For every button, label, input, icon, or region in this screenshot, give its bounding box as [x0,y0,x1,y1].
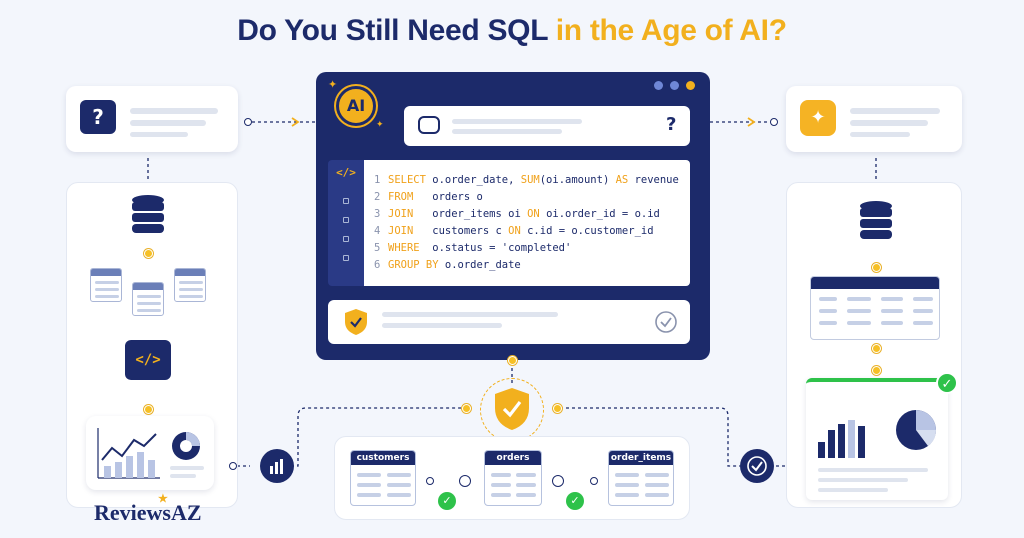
bar-chart-icon [97,428,204,479]
check-circle-icon [740,449,774,483]
sparkle-icon: ✦ [328,78,338,91]
relation-node [459,475,471,487]
sql-text: orders o [413,191,483,203]
window-dot-icon[interactable] [686,81,695,90]
analytics-chart-card [86,416,214,490]
schema-table-icon [90,268,122,302]
bar-chart-icon [818,410,936,492]
sql-text: customers c [413,225,509,237]
connector-node [508,356,517,365]
sql-text: c.id = o.customer_id [520,225,654,237]
schema-table-icon [132,282,164,316]
sql-line: 2 FROM orders o [374,191,690,208]
sql-text: o.status = 'completed' [419,242,572,254]
page-title: Do You Still Need SQL in the Age of AI? [0,14,1024,48]
ai-sql-window: AI ✦ ✦ ? </> 1 SELECT o.order_date, SUM(o… [316,72,710,360]
connector-node [144,405,153,414]
sql-keyword: GROUP BY [388,259,439,271]
table-card-order-items[interactable]: order_items [608,450,674,506]
check-circle-icon [655,311,677,333]
line-number: 5 [374,242,381,254]
table-name: customers [351,451,415,465]
code-brackets-icon: </> [125,340,171,380]
dashboard-card [806,378,948,500]
title-part-1: Do You Still Need SQL [237,14,548,47]
result-table-card [810,276,940,340]
schema-table-icon [174,268,206,302]
logo-text-1: Reviews [94,500,171,525]
sql-keyword: AS [615,174,629,186]
connector-node [462,404,471,413]
connector-node [872,263,881,272]
relation-node [552,475,564,487]
sql-line: 3 JOIN order_items oi ON oi.order_id = o.… [374,208,690,225]
line-number: 6 [374,259,381,271]
sql-keyword: SUM [520,174,540,186]
table-card-customers[interactable]: customers [350,450,416,506]
connector-node [244,118,252,126]
relation-node [426,477,434,485]
validation-bar [328,300,690,344]
bar-chart-icon [260,449,294,483]
check-circle-icon: ✓ [438,492,456,510]
question-mark-icon: ? [80,100,116,134]
database-icon [858,200,894,240]
table-name: order_items [609,451,673,465]
chat-bubble-icon [418,116,440,134]
connector-node [553,404,562,413]
shield-check-icon [345,309,367,335]
sql-text: oi.order_id = o.id [539,208,660,220]
shield-check-icon [495,388,529,430]
sql-keyword: WHERE [388,242,420,254]
sql-keyword: ON [527,208,540,220]
sql-text: revenue [628,174,679,186]
check-circle-icon: ✓ [566,492,584,510]
sql-text: (oi.amount) [539,174,616,186]
check-circle-icon: ✓ [936,372,958,394]
sql-line: 6 GROUP BY o.order_date [374,259,690,276]
connector-node [872,344,881,353]
window-dot-icon[interactable] [670,81,679,90]
connector-node [872,366,881,375]
table-card-orders[interactable]: orders [484,450,542,506]
question-card: ? [66,86,238,152]
table-name: orders [485,451,541,465]
sql-text: order_items oi [413,208,528,220]
relation-node [590,477,598,485]
code-brackets-icon: </> [336,166,356,179]
connector-node [229,462,237,470]
title-part-2: in the Age of AI? [555,14,787,47]
sql-text: o.order_date [438,259,521,271]
logo-text-2: AZ [170,500,202,525]
sql-line: 5 WHERE o.status = 'completed' [374,242,690,259]
line-number: 1 [374,174,381,186]
question-mark-icon: ? [666,114,677,135]
logo-star-icon: ★ [158,493,168,505]
sql-keyword: SELECT [388,174,426,186]
prompt-input[interactable]: ? [404,106,690,146]
ai-badge: AI [336,86,376,126]
line-number: 4 [374,225,381,237]
ai-insight-card: ✦ [786,86,962,152]
sql-keyword: JOIN [388,208,414,220]
sql-keyword: FROM [388,191,414,203]
sql-line: 4 JOIN customers c ON c.id = o.customer_i… [374,225,690,242]
sparkle-icon: ✦ [800,100,836,136]
brand-logo: ReviewsAZ ★ [94,493,202,526]
window-dot-icon[interactable] [654,81,663,90]
editor-gutter: </> [328,160,364,286]
line-number: 2 [374,191,381,203]
sparkle-icon: ✦ [376,120,384,130]
line-number: 3 [374,208,381,220]
connector-node [770,118,778,126]
sql-keyword: JOIN [388,225,414,237]
sql-text: o.order_date, [425,174,521,186]
connector-node [144,249,153,258]
database-icon [130,194,166,234]
sql-keyword: ON [508,225,521,237]
